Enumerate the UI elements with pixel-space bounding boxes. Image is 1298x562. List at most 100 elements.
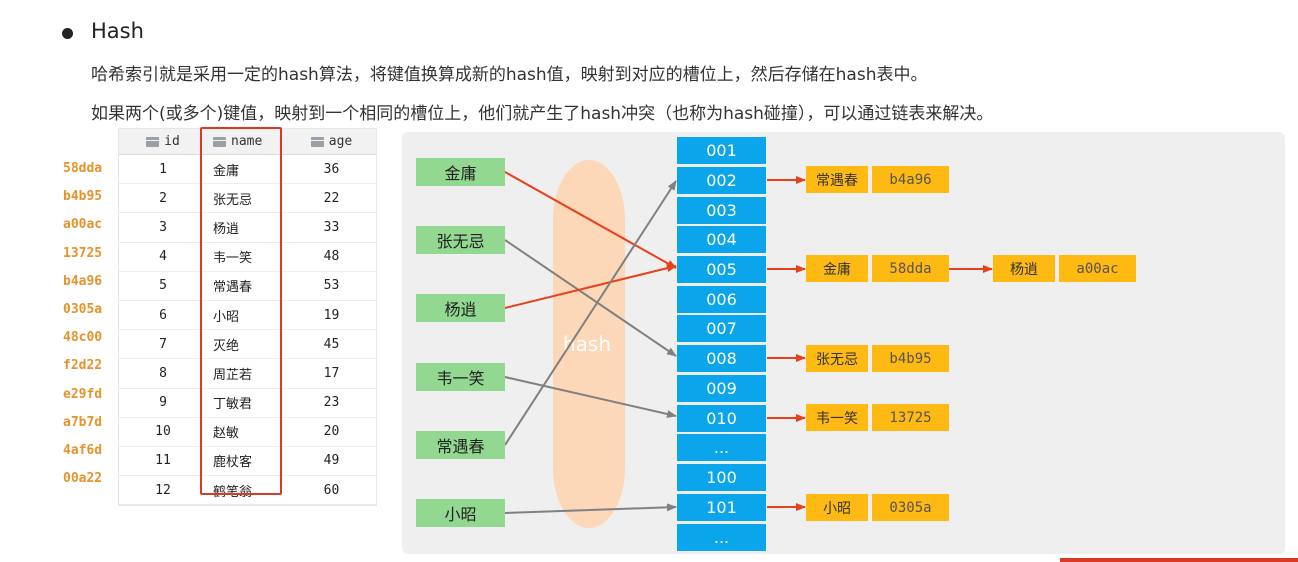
hash-function-band [553,160,625,528]
mapping-arrow [504,171,677,269]
hash-value: 48c00 [63,330,103,346]
entry-name: 张无忌 [806,345,868,372]
description-paragraph-1: 哈希索引就是采用一定的hash算法，将键值换算成新的hash值，映射到对应的槽位… [91,65,928,85]
entry-name: 小昭 [806,494,868,521]
table-header: id name age [119,129,376,155]
slot-box: 008 [677,345,766,372]
cell-name: 鹿杖客 [213,455,253,471]
cell-name: 杨逍 [213,221,240,237]
hash-value: f2d22 [63,358,103,374]
cell-age: 36 [323,161,340,177]
cell-id: 6 [159,307,167,323]
column-header-name[interactable]: name [207,129,287,154]
cell-id: 12 [155,482,171,498]
column-icon [213,136,226,147]
slot-box: 002 [677,167,766,194]
hash-value: a00ac [63,217,103,233]
cell-id: 4 [159,249,167,265]
entry-name: 韦一笑 [806,404,868,431]
hash-value: e29fd [63,386,103,402]
slot-box: 007 [677,315,766,342]
slot-box: 001 [677,137,766,164]
hash-value: b4a96 [63,273,103,289]
key-box: 张无忌 [416,226,505,254]
slot-box: 010 [677,405,766,432]
cell-id: 11 [155,453,171,469]
hash-value: b4b95 [63,189,103,205]
mapping-arrow [504,264,677,309]
cell-id: 5 [159,278,167,294]
table-row: 10 赵敏 20 [119,418,376,447]
hash-value: 0305a [63,301,103,317]
cell-name: 金庸 [213,163,240,179]
table-row: 3 杨逍 33 [119,213,376,243]
mapping-arrow [504,503,677,514]
hash-value: 58dda [63,161,103,176]
table-row: 12 鹤笔翁 60 [119,476,376,506]
entry-hash: 13725 [872,404,949,431]
entry-name: 常遇春 [806,166,868,193]
bullet-icon [62,28,73,39]
cell-id: 1 [159,161,167,177]
cell-id: 7 [159,336,167,352]
mapping-arrow [504,376,677,418]
column-icon [310,136,324,147]
slot-box: 003 [677,197,766,224]
cell-name: 鹤笔翁 [213,484,253,500]
mapping-arrow [504,239,677,357]
cell-name: 张无忌 [213,192,253,208]
cell-id: 10 [155,424,171,440]
cell-name: 赵敏 [213,426,240,442]
key-box: 杨逍 [416,294,505,322]
mapping-arrow [504,180,677,446]
column-header-id[interactable]: id [119,129,207,154]
diagram-panel [402,132,1285,554]
hash-value: a7b7d [63,414,103,430]
slot-box: ... [677,434,766,461]
cell-age: 48 [323,249,340,265]
slot-box: 100 [677,464,766,491]
table-row: 1 金庸 36 [119,155,376,185]
cell-age: 20 [323,424,340,440]
entry-hash: b4a96 [872,166,949,193]
cell-age: 33 [323,219,340,235]
slot-box: 009 [677,375,766,402]
slot-box: 006 [677,286,766,313]
table-row: 5 常遇春 53 [119,272,376,301]
cell-id: 3 [159,219,167,235]
entry-hash: b4b95 [872,345,949,372]
bottom-accent-bar [1060,558,1298,562]
key-box: 小昭 [416,499,505,527]
cell-age: 23 [323,395,340,411]
cell-age: 53 [323,278,340,294]
section-heading: Hash [91,19,144,43]
slot-box: 004 [677,226,766,253]
cell-age: 60 [323,482,340,498]
cell-name: 小昭 [213,309,240,325]
cell-name: 周芷若 [213,367,253,383]
table-row: 4 韦一笑 48 [119,243,376,272]
slot-box: 101 [677,494,766,521]
cell-name: 韦一笑 [213,251,253,267]
hash-value: 00a22 [63,471,103,487]
description-paragraph-2: 如果两个(或多个)键值，映射到一个相同的槽位上，他们就产生了hash冲突（也称为… [91,104,994,124]
entry-hash: a00ac [1059,255,1136,282]
entry-hash: 58dda [872,255,949,282]
slot-box: ... [677,524,766,551]
key-box: 韦一笑 [416,363,505,391]
entry-hash: 0305a [872,494,949,521]
hash-value: 4af6d [63,442,103,458]
cell-name: 常遇春 [213,280,253,296]
cell-name: 丁敏君 [213,397,253,413]
column-header-age[interactable]: age [287,129,376,154]
hash-value-column: 58dda b4b95 a00ac 13725 b4a96 0305a 48c0… [63,155,118,493]
cell-id: 2 [159,190,167,206]
slot-box: 005 [677,256,766,283]
key-box: 常遇春 [416,431,505,459]
